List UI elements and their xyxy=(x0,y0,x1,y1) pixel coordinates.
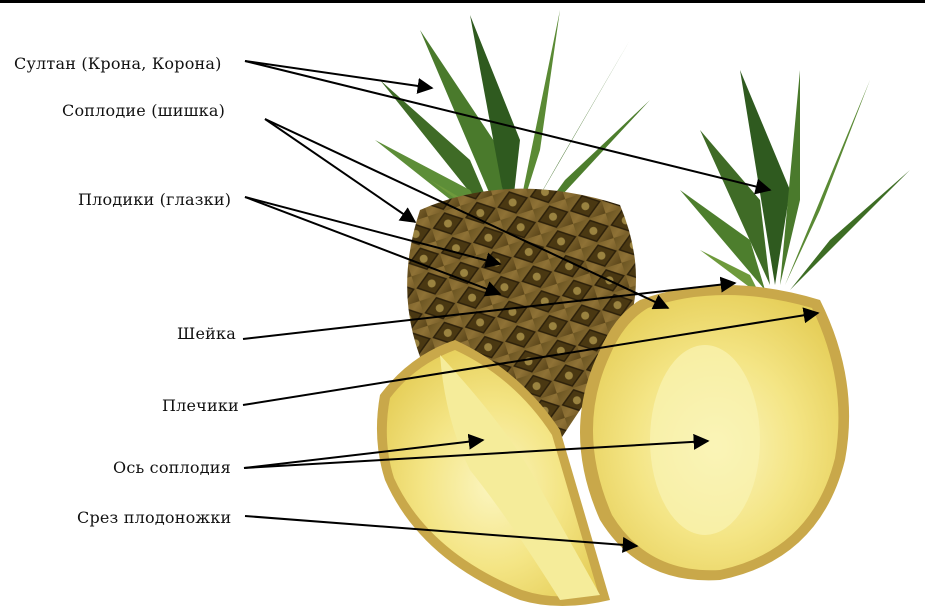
label-fruitlets: Плодики (глазки) xyxy=(78,190,231,209)
crown-right xyxy=(680,70,910,295)
label-stalk-cut: Срез плодоножки xyxy=(77,508,231,527)
arrow-infructescence-1 xyxy=(265,119,415,222)
label-axis: Ось соплодия xyxy=(113,458,231,477)
label-infructescence: Соплодие (шишка) xyxy=(62,101,225,120)
label-shoulders: Плечики xyxy=(162,396,239,415)
label-crown: Султан (Крона, Корона) xyxy=(14,54,222,73)
label-neck: Шейка xyxy=(177,324,236,343)
